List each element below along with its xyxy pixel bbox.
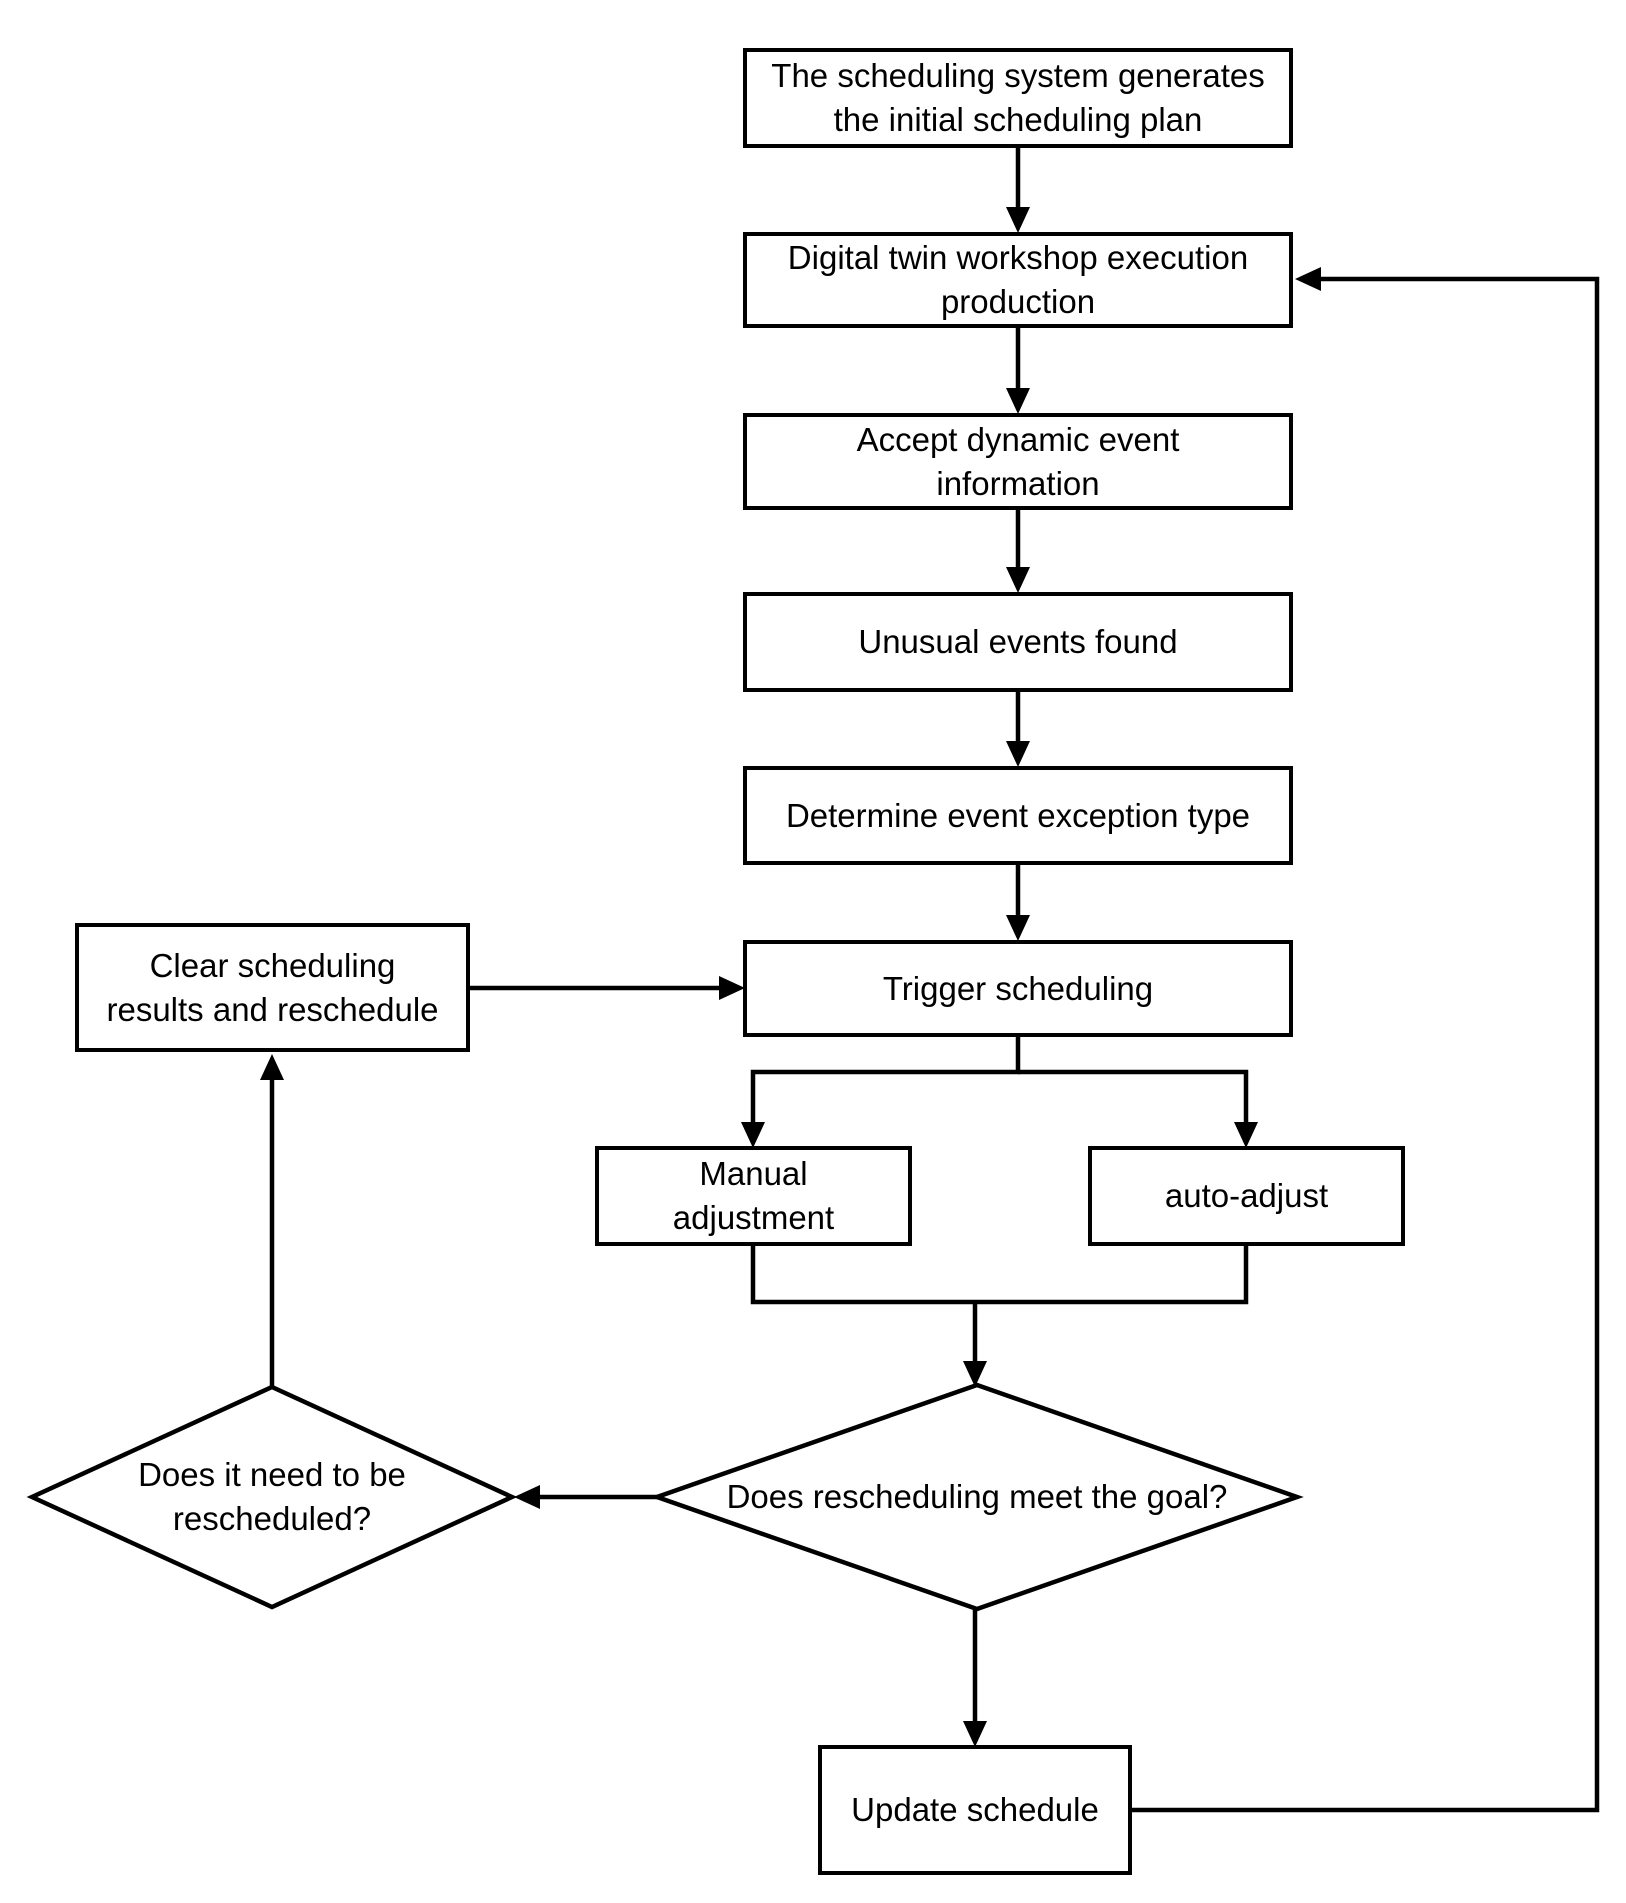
node-label: adjustment — [672, 1199, 835, 1236]
connector-update-execute-loop — [1132, 276, 1600, 1813]
decision-shape-need-reschedule — [26, 1384, 518, 1610]
node-label: The scheduling system generates — [771, 57, 1265, 95]
arrowhead-down-icon — [1006, 207, 1030, 233]
connector-trigger-manual — [750, 1037, 1021, 1122]
node-label: production — [940, 283, 1096, 320]
arrowhead-left-icon — [514, 1485, 540, 1509]
connector-trigger-auto — [1018, 1069, 1249, 1122]
node-trigger-scheduling: Trigger scheduling — [743, 940, 1293, 1037]
node-accept-dynamic-event: Accept dynamic event information — [743, 413, 1293, 510]
node-label: results and reschedule — [106, 990, 439, 1028]
node-update-schedule: Update schedule — [818, 1745, 1132, 1875]
node-label: Determine event exception type — [785, 796, 1251, 834]
arrowhead-left-icon — [1295, 267, 1321, 291]
node-label: Trigger scheduling — [882, 969, 1154, 1007]
node-label: Unusual events found — [858, 623, 1178, 661]
decision-shape-meet-goal — [650, 1382, 1304, 1612]
arrowhead-down-icon — [1006, 741, 1030, 767]
node-label: information — [936, 464, 1100, 502]
node-label: Accept dynamic event — [856, 420, 1180, 458]
node-generate-plan: The scheduling system generates the init… — [743, 48, 1293, 148]
arrowhead-down-icon — [1006, 915, 1030, 941]
connector-merge-bar — [750, 1246, 1249, 1305]
node-unusual-events: Unusual events found — [743, 592, 1293, 692]
node-label: auto-adjust — [1164, 1177, 1329, 1215]
arrowhead-up-icon — [260, 1054, 284, 1080]
node-clear-and-reschedule: Clear scheduling results and reschedule — [75, 923, 470, 1052]
arrowhead-down-icon — [741, 1122, 765, 1148]
arrowhead-right-icon — [719, 976, 745, 1000]
node-label: the initial scheduling plan — [833, 101, 1203, 138]
node-digital-twin-execution: Digital twin workshop execution producti… — [743, 232, 1293, 328]
node-manual-adjustment: Manual adjustment — [595, 1146, 912, 1246]
arrowhead-down-icon — [1006, 567, 1030, 593]
node-determine-exception-type: Determine event exception type — [743, 766, 1293, 865]
arrowhead-down-icon — [1234, 1122, 1258, 1148]
node-label: Clear scheduling — [149, 946, 396, 984]
arrowhead-down-icon — [963, 1721, 987, 1747]
node-label: Manual — [699, 1155, 808, 1193]
arrowhead-down-icon — [963, 1361, 987, 1387]
arrowhead-down-icon — [1006, 388, 1030, 414]
node-label: Digital twin workshop execution — [787, 239, 1249, 277]
node-auto-adjust: auto-adjust — [1088, 1146, 1405, 1246]
node-label: Update schedule — [851, 1791, 1099, 1829]
